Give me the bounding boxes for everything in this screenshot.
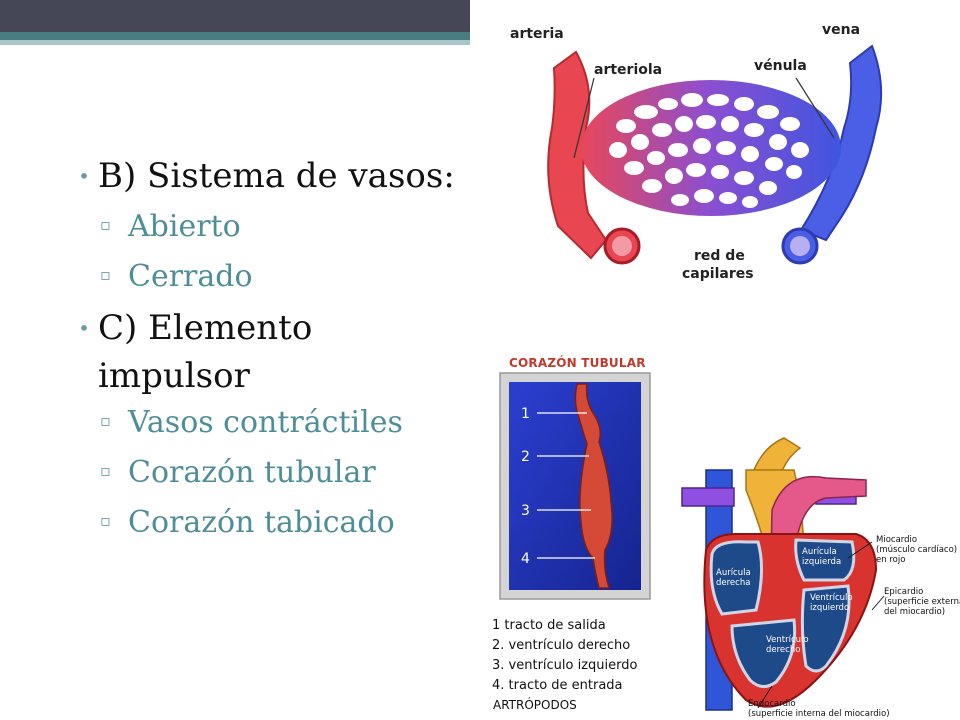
venule-label: vénula [754, 58, 807, 74]
subbullet-text: Cerrado [128, 259, 253, 294]
vein-lumen [790, 236, 810, 256]
tubular-heart-title: CORAZÓN TUBULAR [509, 356, 646, 370]
legend-item: 3. ventrículo izquierdo [492, 658, 638, 673]
left-ventricle [800, 584, 851, 673]
artery-label: arteria [510, 26, 564, 42]
epicardium-label-3: del miocardio) [884, 607, 945, 617]
tubular-marker-2: 2 [521, 449, 530, 465]
artery-lumen [612, 236, 632, 256]
subbullet-item-corazon-tabicado: ▫ Corazón tabicado [100, 500, 470, 550]
heart-label-pointers [757, 541, 885, 709]
subbullet-item-vasos-contractiles: ▫ Vasos contráctiles [100, 400, 470, 450]
epicardium-label-1: Epicardio [884, 587, 923, 597]
endocardium-label-1: Endocardio [748, 699, 796, 709]
left-ventricle-label-1: Ventrículo [810, 593, 853, 603]
legend-item: 2. ventrículo derecho [492, 638, 631, 653]
tubular-heart-shape [574, 383, 613, 589]
bullet-icon: • [78, 316, 90, 340]
vein-shape [799, 44, 883, 242]
subbullet-item-cerrado: ▫ Cerrado [100, 254, 470, 304]
subbullet-text: Abierto [128, 209, 241, 244]
title-bar-accent [0, 32, 470, 40]
tubular-marker-3: 3 [521, 503, 530, 519]
myocardium-label-2: (músculo cardíaco) [876, 545, 957, 555]
subbullet-text: Corazón tubular [128, 455, 376, 490]
tubular-heart-caption: ARTRÓPODOS [493, 698, 577, 712]
right-atrium-label-1: Aurícula [716, 568, 751, 578]
capillary-network-figure: arteria arteriola vena vénula red de cap… [496, 8, 916, 293]
subbullet-icon: ▫ [100, 411, 111, 430]
tubular-heart-background [509, 382, 641, 590]
bullet-text: B) Sistema de vasos: [98, 156, 455, 196]
left-atrium-label-2: izquierda [802, 557, 841, 567]
subbullet-text: Corazón tabicado [128, 505, 395, 540]
myocardium-label-1: Miocardio [876, 535, 917, 545]
capillary-network-label-line2: capilares [682, 266, 754, 282]
right-atrium [709, 540, 764, 616]
vein-label: vena [822, 22, 860, 38]
tubular-marker-1: 1 [521, 406, 530, 422]
left-atrium [794, 538, 856, 582]
myocardium-label-3: en rojo [876, 555, 905, 565]
pulmonary-vein-left [681, 487, 735, 507]
bullet-item-sistema-vasos: • B) Sistema de vasos: [70, 152, 470, 204]
left-ventricle-label-2: izquierdo [810, 603, 849, 613]
subbullet-text: Vasos contráctiles [128, 405, 403, 440]
legend-item: 1 tracto de salida [492, 618, 606, 633]
bullet-icon: • [78, 164, 90, 188]
right-ventricle-label-1: Ventrículo [766, 635, 809, 645]
venule-pointer [795, 77, 835, 139]
epicardium-label-2: (superficie externa [884, 597, 960, 607]
capillary-holes [609, 93, 809, 208]
title-bar-accent-light [0, 40, 470, 45]
septated-heart-figure: Aurícula izquierda Aurícula derecha Vent… [676, 430, 960, 720]
tubular-heart-legend: 1 tracto de salida 2. ventrículo derecho… [492, 616, 637, 696]
tubular-heart-marker-lines [537, 412, 595, 559]
right-ventricle-label-2: derecho [766, 645, 800, 655]
arteriole-label: arteriola [594, 62, 662, 78]
tubular-marker-4: 4 [521, 551, 530, 567]
bullet-text: C) Elemento impulsor [98, 308, 313, 396]
subbullet-icon: ▫ [100, 265, 111, 284]
bullet-item-elemento-impulsor: • C) Elemento impulsor [70, 304, 470, 400]
right-atrium-label-2: derecha [716, 578, 750, 588]
left-atrium-label-1: Aurícula [802, 547, 837, 557]
subbullet-item-abierto: ▫ Abierto [100, 204, 470, 254]
subbullet-icon: ▫ [100, 215, 111, 234]
right-ventricle [730, 618, 797, 688]
legend-item: 4. tracto de entrada [492, 678, 623, 693]
subbullet-icon: ▫ [100, 461, 111, 480]
subbullet-icon: ▫ [100, 511, 111, 530]
bullet-list: •B) Sistema de vasos: ▫Abierto ▫Cerrado … [70, 152, 470, 550]
title-bar-dark [0, 0, 470, 32]
arteriole-pointer [573, 77, 595, 159]
endocardium-label-2: (superficie interna del miocardio) [748, 709, 890, 719]
subbullet-item-corazon-tubular: ▫ Corazón tubular [100, 450, 470, 500]
capillary-network-label-line1: red de [694, 248, 745, 264]
tubular-heart-figure: 1 2 3 4 [499, 372, 651, 600]
